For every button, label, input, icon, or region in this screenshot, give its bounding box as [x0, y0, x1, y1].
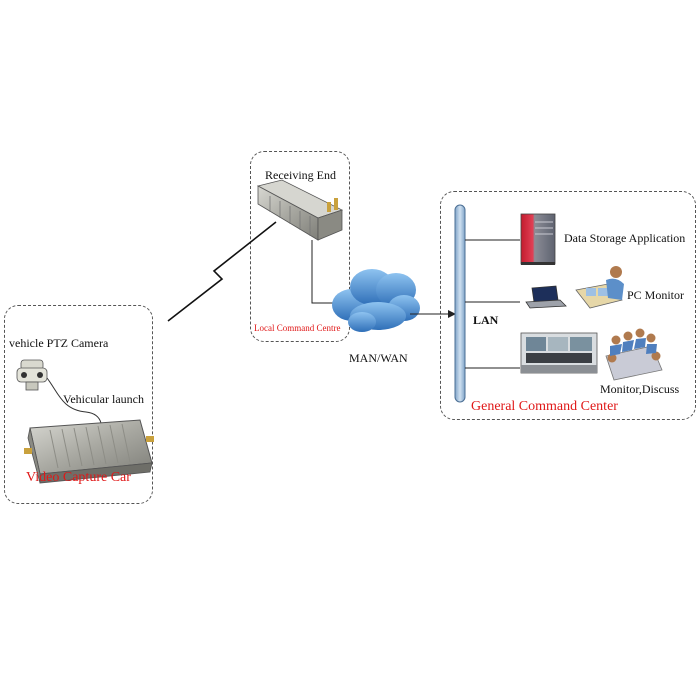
- general-command-center-group: [440, 191, 696, 420]
- video-capture-car-title: Video Capture Car: [26, 470, 131, 485]
- vehicular-transmitter-icon: [24, 419, 154, 484]
- lan-label: LAN: [473, 313, 499, 327]
- pc-monitor-label: PC Monitor: [627, 288, 685, 302]
- man-wan-cloud-icon: [332, 269, 420, 332]
- monitor-discuss-label: Monitor,Discuss: [600, 382, 680, 396]
- video-capture-car-group: [4, 305, 153, 504]
- wireless-link: [167, 221, 277, 322]
- lan-backbone-bar: [454, 204, 466, 403]
- man-wan-label: MAN/WAN: [349, 351, 408, 365]
- laptop-icon: [525, 285, 567, 309]
- receiver-device-icon: [256, 179, 344, 241]
- receiving-end-group: [250, 151, 350, 342]
- receiver-to-cloud-link: [311, 240, 336, 304]
- general-command-center-title: General Command Center: [471, 399, 618, 414]
- receiving-end-title: Receiving End: [265, 168, 336, 182]
- meeting-group-icon: [605, 328, 663, 381]
- storage-server-icon: [520, 213, 556, 265]
- ptz-camera-label: vehicle PTZ Camera: [9, 336, 109, 350]
- local-command-centre-caption: Local Command Centre: [254, 323, 341, 333]
- data-storage-label: Data Storage Application: [564, 231, 686, 245]
- pc-monitor-operator-icon: [575, 266, 624, 309]
- monitoring-wall-photo: [520, 332, 598, 374]
- ptz-camera-icon: [16, 359, 48, 391]
- vehicular-launch-label: Vehicular launch: [63, 392, 144, 406]
